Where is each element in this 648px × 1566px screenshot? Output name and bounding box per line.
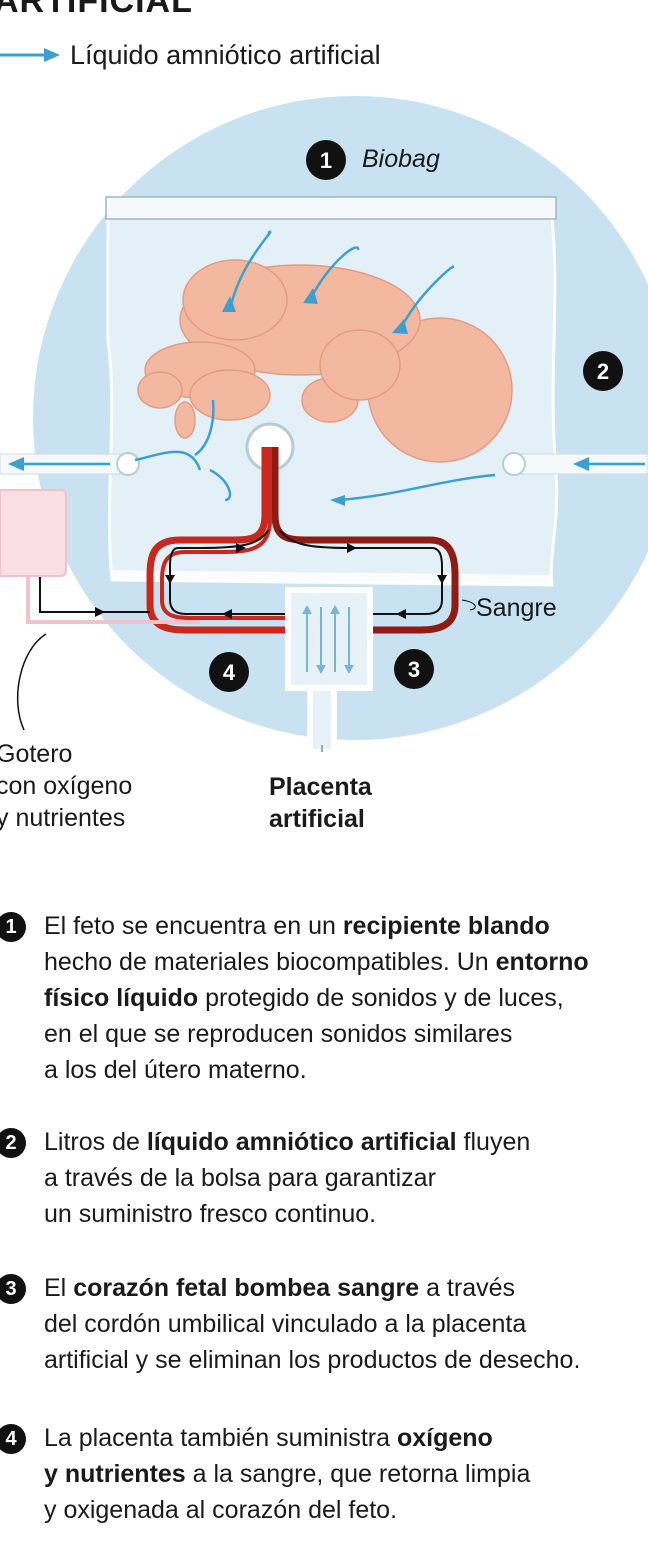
description-plain-text: El feto se encuentra en un xyxy=(44,912,343,940)
drip-line xyxy=(26,576,200,624)
legend: Líquido amniótico artificial xyxy=(0,38,381,72)
description-number: 4 xyxy=(0,1424,26,1454)
amniotic-flow-arrows xyxy=(134,230,496,502)
legend-label: Líquido amniótico artificial xyxy=(70,39,381,70)
description-plain-text: a los del útero materno. xyxy=(44,1056,307,1084)
description-line: del cordón umbilical vinculado a la plac… xyxy=(44,1306,648,1342)
description-line: en el que se reproducen sonidos similare… xyxy=(44,1016,648,1052)
description-line: a los del útero materno. xyxy=(44,1052,648,1088)
description-line: Litros de líquido amniótico artificial f… xyxy=(44,1124,648,1160)
svg-text:4: 4 xyxy=(223,660,236,685)
description-bold-text: entorno xyxy=(495,948,589,976)
description-line: a través de la bolsa para garantizar xyxy=(44,1160,648,1196)
description-line: artificial y se eliminan los productos d… xyxy=(44,1342,648,1378)
description-line: físico líquido protegido de sonidos y de… xyxy=(44,980,648,1016)
placenta-label-line-2: artificial xyxy=(269,805,365,833)
description-line: y oxigenada al corazón del feto. xyxy=(44,1492,648,1528)
description-number: 2 xyxy=(0,1128,26,1158)
badge-3: 3 xyxy=(394,649,434,689)
description-plain-text: El xyxy=(44,1274,74,1302)
badge-4: 4 xyxy=(209,652,249,692)
description-plain-text: del cordón umbilical vinculado a la plac… xyxy=(44,1310,527,1338)
page-title: ARTIFICIAL xyxy=(0,0,193,20)
legend-arrow-icon xyxy=(0,48,60,62)
biobag-seal-bar xyxy=(105,196,557,220)
description-plain-text: a través de la bolsa para garantizar xyxy=(44,1164,436,1192)
badge-2: 2 xyxy=(583,351,623,391)
biobag-label: Biobag xyxy=(362,145,440,173)
artificial-placenta xyxy=(285,587,373,764)
description-text: Litros de líquido amniótico artificial f… xyxy=(44,1124,648,1232)
blood-circuit xyxy=(146,447,459,634)
description-bold-text: físico líquido xyxy=(44,984,199,1012)
badge-1: 1 xyxy=(306,140,346,180)
description-plain-text: y oxigenada al corazón del feto. xyxy=(44,1496,398,1524)
description-bold-text: recipiente blando xyxy=(342,912,550,940)
svg-text:1: 1 xyxy=(320,148,332,173)
description-text: El feto se encuentra en un recipiente bl… xyxy=(44,908,648,1088)
description-plain-text: Litros de xyxy=(44,1128,147,1156)
description-plain-text: fluyen xyxy=(456,1128,531,1156)
description-plain-text: La placenta también suministra xyxy=(44,1424,397,1452)
svg-text:3: 3 xyxy=(408,657,420,682)
description-plain-text: artificial y se eliminan los productos d… xyxy=(44,1346,581,1374)
svg-text:2: 2 xyxy=(597,359,609,384)
description-number: 3 xyxy=(0,1274,26,1304)
gotero-label-line-2: con oxígeno xyxy=(0,772,133,800)
description-bold-text: y nutrientes xyxy=(44,1460,186,1488)
description-line: y nutrientes a la sangre, que retorna li… xyxy=(44,1456,648,1492)
placenta-label-line-1: Placenta xyxy=(269,773,372,801)
description-bold-text: líquido amniótico artificial xyxy=(146,1128,457,1156)
description-line: La placenta también suministra oxígeno xyxy=(44,1420,648,1456)
blood-flow-arrows xyxy=(39,529,443,615)
description-line: hecho de materiales biocompatibles. Un e… xyxy=(44,944,648,980)
description-number: 1 xyxy=(0,912,26,942)
description-bold-text: corazón fetal bombea sangre xyxy=(73,1274,420,1302)
drip-bag xyxy=(0,489,67,577)
fetus xyxy=(137,259,513,463)
drip-pointer xyxy=(16,633,47,731)
description-plain-text: un suministro fresco continuo. xyxy=(44,1200,377,1228)
description-bold-text: oxígeno xyxy=(396,1424,493,1452)
gotero-label-line-1: Gotero xyxy=(0,740,73,768)
description-plain-text: a través xyxy=(419,1274,515,1302)
gotero-label-line-3: y nutrientes xyxy=(0,804,126,832)
description-text: El corazón fetal bombea sangre a través d… xyxy=(44,1270,648,1378)
biobag-diagram: 1 2 3 4 xyxy=(0,96,648,764)
description-line: un suministro fresco continuo. xyxy=(44,1196,648,1232)
description-plain-text: hecho de materiales biocompatibles. Un xyxy=(44,948,496,976)
description-plain-text: a la sangre, que retorna limpia xyxy=(185,1460,531,1488)
sangre-label: Sangre xyxy=(476,594,557,622)
description-line: El feto se encuentra en un recipiente bl… xyxy=(44,908,648,944)
description-plain-text: en el que se reproducen sonidos similare… xyxy=(44,1020,513,1048)
description-plain-text: protegido de sonidos y de luces, xyxy=(198,984,564,1012)
description-line: El corazón fetal bombea sangre a través xyxy=(44,1270,648,1306)
